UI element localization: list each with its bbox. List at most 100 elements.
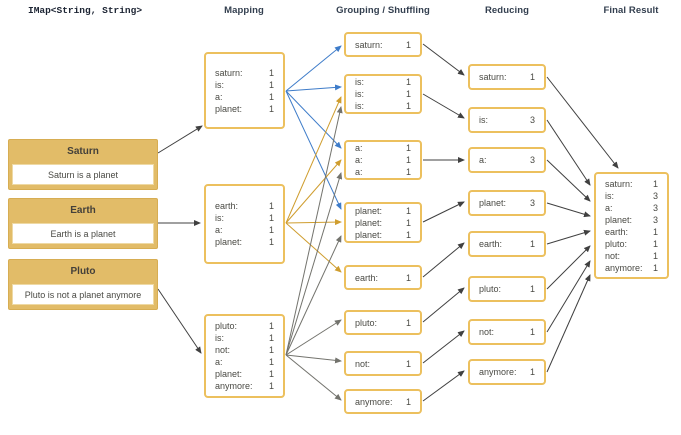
kv-row: pluto:1 — [215, 320, 274, 332]
kv-row: is:1 — [215, 212, 274, 224]
kv-row: anymore:1 — [215, 380, 274, 392]
kv-value: 1 — [529, 72, 535, 82]
reducing-box-is: is: 3 — [468, 107, 546, 133]
map2-shuffle-arrows — [285, 96, 342, 273]
grouping-box-earth: earth:1 — [344, 265, 422, 290]
shuffle-to-reduce-arrows — [422, 43, 465, 402]
grouping-box-anymore: anymore:1 — [344, 389, 422, 414]
kv-value: 1 — [405, 101, 411, 111]
input-card-value: Saturn is a planet — [12, 164, 154, 185]
kv-key: not: — [355, 358, 371, 369]
kv-value: 1 — [529, 367, 535, 377]
kv-value: 1 — [268, 201, 274, 211]
kv-value: 1 — [268, 213, 274, 223]
kv-value: 3 — [652, 214, 658, 225]
kv-value: 1 — [268, 345, 274, 355]
kv-value: 1 — [652, 226, 658, 237]
kv-value: 1 — [268, 333, 274, 343]
kv-row: a:1 — [355, 142, 411, 154]
kv-row: planet:1 — [215, 236, 274, 248]
kv-key: a: — [215, 225, 223, 235]
kv-key: is: — [479, 115, 488, 125]
imap-type-label: IMap<String, String> — [28, 5, 143, 16]
map3-shuffle-arrows — [285, 106, 343, 401]
kv-row: pluto: 1 — [355, 317, 411, 329]
kv-key: a: — [355, 167, 363, 177]
input-card-title: Pluto — [70, 266, 96, 277]
kv-row: anymore:1 — [355, 396, 411, 408]
kv-row: is:1 — [355, 76, 411, 88]
kv-value: 1 — [652, 262, 658, 273]
kv-row: saturn:1 — [355, 39, 411, 51]
kv-row: planet:1 — [215, 368, 274, 380]
reducing-box-a: a: 3 — [468, 147, 546, 173]
kv-value: 3 — [529, 115, 535, 125]
kv-key: planet: — [355, 229, 383, 240]
kv-key: saturn: — [479, 72, 507, 82]
kv-key: anymore: — [355, 396, 393, 407]
kv-row: saturn:1 — [215, 67, 274, 79]
kv-value: 1 — [268, 103, 274, 114]
kv-key: earth: — [479, 239, 503, 249]
kv-row: not:1 — [355, 358, 411, 370]
kv-value: 3 — [652, 190, 658, 201]
reducing-box-not: not:1 — [468, 319, 546, 345]
column-header-mapping: Mapping — [224, 5, 264, 16]
kv-row: earth:1 — [215, 200, 274, 212]
kv-key: a: — [215, 91, 223, 102]
grouping-box-not: not:1 — [344, 351, 422, 376]
kv-row: anymore:1 — [479, 366, 535, 378]
kv-key: not: — [605, 250, 621, 261]
kv-value: 1 — [652, 250, 658, 261]
map1-shuffle-arrows — [285, 45, 342, 210]
kv-row: planet:3 — [605, 214, 658, 226]
kv-key: not: — [215, 345, 231, 355]
kv-value: 1 — [405, 317, 411, 328]
kv-value: 3 — [529, 155, 535, 165]
input-to-mapping-arrows — [157, 125, 203, 354]
kv-key: saturn: — [215, 67, 243, 78]
kv-key: a: — [605, 202, 613, 213]
kv-value: 1 — [268, 357, 274, 367]
kv-key: anymore: — [215, 381, 253, 391]
kv-row: a:1 — [355, 154, 411, 166]
kv-value: 1 — [405, 205, 411, 216]
kv-key: a: — [479, 155, 487, 165]
input-card-saturn: Saturn Saturn is a planet — [8, 139, 158, 190]
reducing-box-saturn: saturn: 1 — [468, 64, 546, 90]
kv-row: planet:1 — [355, 205, 411, 217]
kv-key: pluto: — [355, 317, 378, 328]
kv-value: 1 — [405, 229, 411, 240]
input-card-title: Earth — [70, 205, 96, 216]
kv-key: planet: — [479, 198, 507, 208]
kv-value: 1 — [529, 327, 535, 337]
kv-key: anymore: — [605, 262, 643, 273]
grouping-box-saturn: saturn:1 — [344, 32, 422, 57]
kv-row: a:1 — [215, 224, 274, 236]
kv-key: pluto: — [479, 284, 502, 294]
kv-value: 1 — [405, 77, 411, 87]
kv-row: saturn:1 — [605, 178, 658, 190]
kv-key: planet: — [215, 237, 243, 247]
kv-row: earth: 1 — [605, 226, 658, 238]
column-header-final-result: Final Result — [603, 5, 659, 16]
kv-key: planet: — [215, 369, 243, 379]
kv-value: 1 — [405, 39, 411, 50]
kv-key: a: — [355, 155, 363, 165]
input-card-title: Saturn — [67, 146, 99, 157]
kv-key: pluto: — [605, 238, 628, 249]
kv-value: 1 — [652, 238, 658, 249]
kv-row: planet:1 — [355, 217, 411, 229]
kv-key: is: — [355, 89, 364, 99]
reduce-to-final-arrows — [546, 76, 619, 373]
kv-value: 1 — [405, 217, 411, 228]
kv-key: earth: — [605, 226, 629, 237]
input-card-value: Earth is a planet — [12, 223, 154, 244]
kv-row: is: 3 — [479, 114, 535, 126]
